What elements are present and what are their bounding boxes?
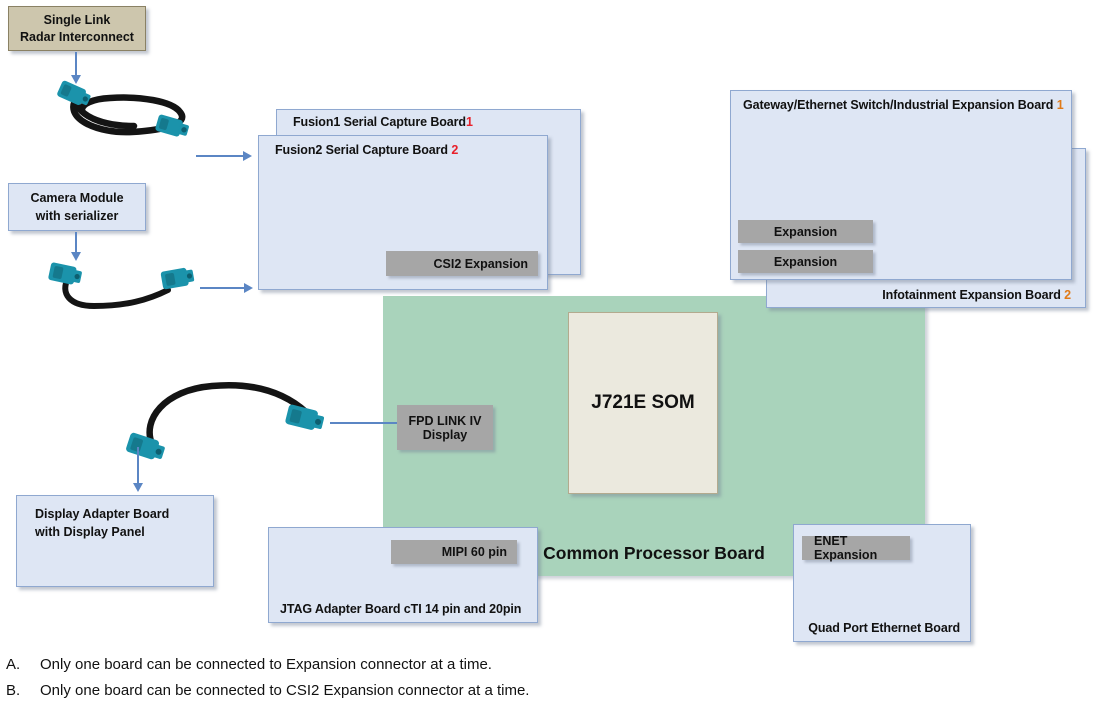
- fusion2-title-text: Fusion2 Serial Capture Board: [275, 143, 448, 157]
- enet-chip-label: ENET Expansion: [814, 534, 878, 562]
- camera-module-box: Camera Module with serializer: [8, 183, 146, 231]
- arrow-radar-to-fusion-line: [196, 155, 244, 157]
- display-adapter-line1: Display Adapter Board: [35, 507, 170, 521]
- radar-box-line2: Radar Interconnect: [20, 29, 134, 44]
- arrow-camera-to-fusion-head: [244, 283, 253, 293]
- expansion-connector-1[interactable]: Expansion: [738, 220, 873, 243]
- enet-expansion-connector[interactable]: ENET Expansion: [802, 534, 910, 562]
- mipi-chip-label: MIPI 60 pin: [441, 545, 507, 559]
- mipi-60-pin-connector[interactable]: MIPI 60 pin: [391, 540, 517, 564]
- gateway-board-title: Gateway/Ethernet Switch/Industrial Expan…: [743, 98, 1064, 112]
- csi2-expansion-connector[interactable]: CSI2 Expansion: [386, 251, 538, 276]
- expansion-chip-2-label: Expansion: [773, 254, 838, 269]
- arrow-cable-to-display-adapter-head: [133, 483, 143, 492]
- camera-serializer-cable: [48, 262, 195, 310]
- infotainment-badge: 2: [1064, 288, 1071, 302]
- camera-box-line1: Camera Module: [30, 190, 124, 205]
- fpd-link-iv-display-connector[interactable]: FPD LINK IV Display: [397, 405, 493, 450]
- gateway-title-text: Gateway/Ethernet Switch/Industrial Expan…: [743, 98, 1054, 112]
- infotainment-board-title: Infotainment Expansion Board 2: [882, 288, 1071, 302]
- fusion2-board-title: Fusion2 Serial Capture Board 2: [275, 143, 458, 157]
- arrow-cable-to-display-adapter-line: [137, 447, 139, 485]
- ethernet-board-title: Quad Port Ethernet Board: [808, 621, 960, 635]
- display-adapter-line2: with Display Panel: [35, 525, 145, 540]
- line-display-cable-to-fpd-chip: [330, 422, 398, 424]
- footnote-a-key: A.: [6, 656, 21, 673]
- display-fpd-link-cable: [126, 382, 325, 460]
- arrow-camera-to-cable-line: [75, 232, 77, 254]
- arrow-camera-to-fusion-line: [200, 287, 246, 289]
- arrow-radar-to-fusion-head: [243, 151, 252, 161]
- fusion1-board-title: Fusion1 Serial Capture Board1: [293, 115, 473, 129]
- expansion-chip-1-label: Expansion: [773, 224, 838, 239]
- camera-box-line2: with serializer: [35, 209, 119, 223]
- arrow-radar-to-cable-line: [75, 52, 77, 77]
- common-processor-board-label: Common Processor Board: [543, 543, 765, 563]
- arrow-camera-to-cable-head: [71, 252, 81, 261]
- fusion2-badge: 2: [451, 143, 459, 157]
- fusion1-title-text: Fusion1 Serial Capture Board: [293, 115, 466, 129]
- footnote-b-text: Only one board can be connected to CSI2 …: [40, 682, 530, 699]
- radar-box-line1: Single Link: [43, 12, 111, 27]
- csi2-expansion-label: CSI2 Expansion: [433, 256, 528, 271]
- som-label: J721E SOM: [591, 392, 695, 413]
- display-adapter-board[interactable]: Display Adapter Board with Display Panel: [16, 495, 214, 587]
- expansion-connector-2[interactable]: Expansion: [738, 250, 873, 273]
- radar-interconnect-cable: [57, 80, 189, 137]
- footnote-b-key: B.: [6, 682, 21, 699]
- fpd-chip-line2: Display: [422, 427, 468, 442]
- footnote-a-text: Only one board can be connected to Expan…: [40, 656, 492, 673]
- gateway-badge: 1: [1056, 98, 1064, 112]
- j721e-som-module: J721E SOM: [568, 312, 718, 494]
- footnote-b: B. Only one board can be connected to CS…: [6, 682, 806, 699]
- fpd-chip-line1: FPD LINK IV: [408, 413, 482, 428]
- gateway-ethernet-industrial-expansion-board[interactable]: Gateway/Ethernet Switch/Industrial Expan…: [730, 90, 1072, 280]
- footnotes: A. Only one board can be connected to Ex…: [6, 656, 806, 708]
- single-link-radar-interconnect-box: Single Link Radar Interconnect: [8, 6, 146, 51]
- infotainment-title-text: Infotainment Expansion Board: [882, 288, 1061, 302]
- fusion1-badge: 1: [465, 115, 473, 129]
- footnote-a: A. Only one board can be connected to Ex…: [6, 656, 806, 673]
- jtag-board-title: JTAG Adapter Board cTI 14 pin and 20pin: [280, 602, 522, 616]
- arrow-radar-to-cable-head: [71, 75, 81, 84]
